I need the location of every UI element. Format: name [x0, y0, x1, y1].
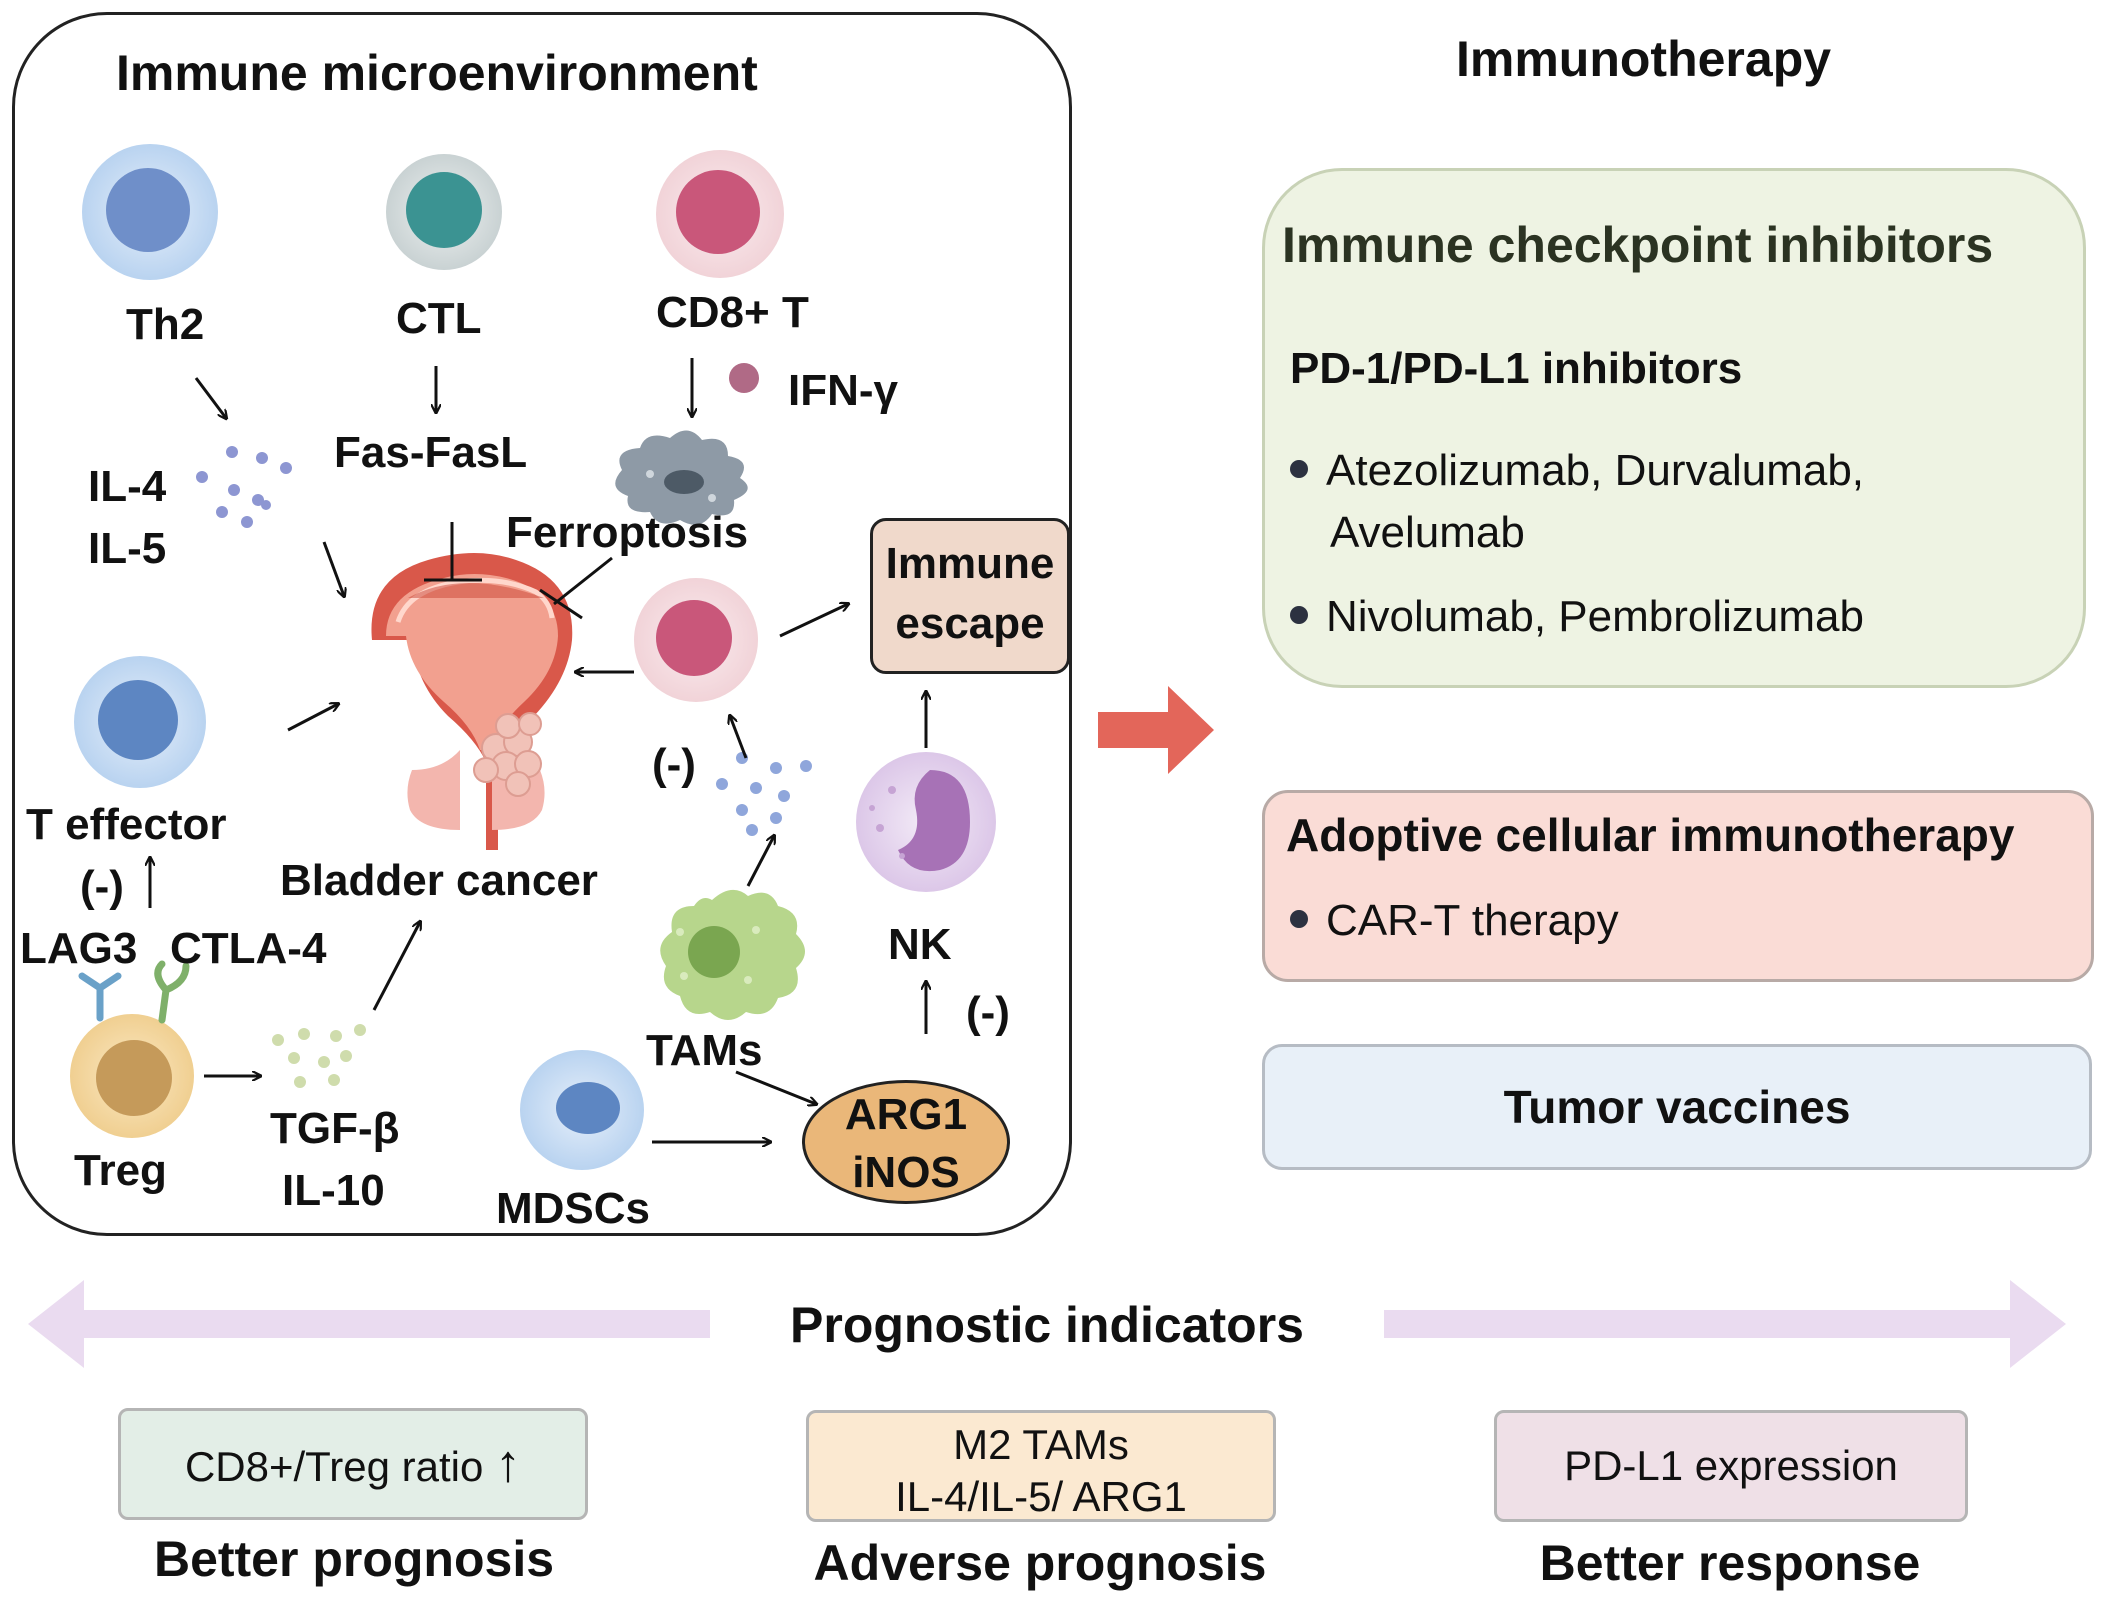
better-prognosis-label: Better prognosis: [153, 1531, 555, 1587]
better-response-label: Better response: [1539, 1535, 1921, 1591]
ifn-gamma-label: IFN-γ: [788, 366, 898, 415]
ctla4-label: CTLA-4: [170, 924, 327, 973]
mdscs-label: MDSCs: [496, 1184, 651, 1233]
il10-label: IL-10: [282, 1166, 385, 1215]
t-effector-negative-label: (-): [80, 862, 124, 911]
ici-item-1-line2: Avelumab: [1330, 508, 1525, 557]
ici-title: Immune checkpoint inhibitors: [1282, 217, 1994, 273]
act-item-1: CAR-T therapy: [1290, 896, 1619, 946]
treg-cell-icon: [70, 960, 194, 1138]
bullet-icon: [1290, 460, 1308, 479]
immune-microenvironment-title: Immune microenvironment: [116, 45, 758, 101]
arrow-teffector-to-bladder: [287, 704, 338, 732]
middle-negative-label: (-): [652, 740, 696, 789]
ici-item-2-label: Nivolumab, Pembrolizumab: [1326, 592, 1864, 641]
mdsc-cell-icon: [520, 1050, 644, 1170]
t-effector-label: T effector: [26, 800, 227, 849]
cd8-t-label: CD8+ T: [656, 288, 809, 337]
act-item-1-label: CAR-T therapy: [1326, 896, 1619, 945]
m2-tams-line2: IL-4/IL-5/ ARG1: [895, 1473, 1187, 1520]
cd8-cell-icon: [656, 150, 784, 278]
immune-escape-label: Immune escape: [885, 539, 1055, 648]
inos-label: iNOS: [852, 1148, 960, 1197]
il4-il5-cytokine-dots-icon: [196, 446, 292, 528]
nk-negative-label: (-): [966, 988, 1010, 1037]
immune-cell-middle-icon: [634, 578, 758, 702]
tgf-beta-dots-icon: [272, 1024, 366, 1088]
arg1-label: ARG1: [844, 1090, 968, 1139]
th2-cell-icon: [82, 144, 218, 280]
flow-arrows: [150, 358, 926, 1142]
arrow-dots-to-cell: [730, 716, 748, 759]
arg1-inos-ellipse: [802, 1080, 1010, 1204]
immunotherapy-title: Immunotherapy: [1456, 31, 1832, 87]
immune-escape-box: [870, 518, 1070, 674]
big-arrow-to-immunotherapy-icon: [1098, 686, 1214, 774]
prognostic-right-arrow-icon: [1384, 1280, 2066, 1368]
ferroptosis-label: Ferroptosis: [506, 508, 749, 557]
nk-label: NK: [888, 920, 952, 969]
cd8-treg-ratio-label: CD8+/Treg ratio: [184, 1443, 484, 1490]
bladder-cancer-label: Bladder cancer: [280, 856, 598, 905]
tam-cell-icon: [660, 889, 805, 1020]
tumor-mass-icon: [473, 712, 542, 797]
adoptive-cellular-immunotherapy-box: [1262, 790, 2094, 982]
bullet-icon: [1290, 606, 1308, 625]
m2-tams-box: M2 TAMs IL-4/IL-5/ ARG1: [806, 1410, 1276, 1522]
up-arrow-icon: ↑: [495, 1435, 522, 1493]
bladder-organ-icon: [371, 553, 573, 850]
il4-label: IL-4: [88, 462, 167, 511]
arrow-cell-to-escape: [779, 604, 848, 638]
ici-item-1: Atezolizumab, Durvalumab,: [1290, 446, 1864, 496]
cytokine-dots-blue-icon: [716, 752, 812, 836]
ici-item-2: Nivolumab, Pembrolizumab: [1290, 592, 1864, 642]
th2-label: Th2: [126, 300, 205, 349]
arrow-tgf-to-bladder: [372, 922, 420, 1011]
pd-l1-expression-label: PD-L1 expression: [1564, 1442, 1898, 1489]
t-effector-cell-icon: [74, 656, 206, 788]
tumor-vaccines-box: [1262, 1044, 2092, 1170]
ctl-cell-icon: [386, 154, 502, 270]
ifn-gamma-molecule-icon: [729, 363, 759, 393]
immune-microenvironment-panel: [12, 12, 1072, 1236]
immune-checkpoint-inhibitors-box: [1262, 168, 2086, 688]
cd8-treg-ratio-box: CD8+/Treg ratio ↑: [118, 1408, 588, 1520]
act-title: Adoptive cellular immunotherapy: [1286, 809, 2015, 861]
nk-cell-icon: [856, 752, 996, 892]
bullet-icon: [1290, 910, 1308, 929]
lag3-label: LAG3: [20, 924, 138, 973]
prognostic-left-arrow-icon: [28, 1280, 710, 1368]
fas-fasl-label: Fas-FasL: [334, 428, 528, 477]
tumor-vaccines-label: Tumor vaccines: [1503, 1081, 1851, 1133]
arrow-tam-to-dots: [746, 836, 774, 887]
arrow-th2-to-il: [194, 377, 226, 418]
tams-label: TAMs: [646, 1026, 763, 1075]
ferroptosis-cell-icon: [615, 430, 748, 525]
ici-item-1-line1: Atezolizumab, Durvalumab,: [1326, 446, 1865, 495]
inhibit-ferroptosis-bladder: [553, 556, 613, 606]
arrow-tams-to-arg: [735, 1070, 816, 1104]
tgf-beta-label: TGF-β: [270, 1104, 400, 1153]
adverse-prognosis-label: Adverse prognosis: [813, 1535, 1267, 1591]
ici-subtitle: PD-1/PD-L1 inhibitors: [1290, 344, 1743, 393]
ctl-label: CTL: [396, 294, 482, 343]
m2-tams-line1: M2 TAMs: [953, 1421, 1129, 1468]
inhibition-lines: [424, 522, 613, 620]
il5-label: IL-5: [88, 524, 167, 573]
arrow-il-to-bladder: [322, 541, 344, 596]
prognostic-indicators-title: Prognostic indicators: [790, 1297, 1304, 1353]
pd-l1-expression-box: PD-L1 expression: [1494, 1410, 1968, 1522]
treg-label: Treg: [74, 1146, 167, 1195]
